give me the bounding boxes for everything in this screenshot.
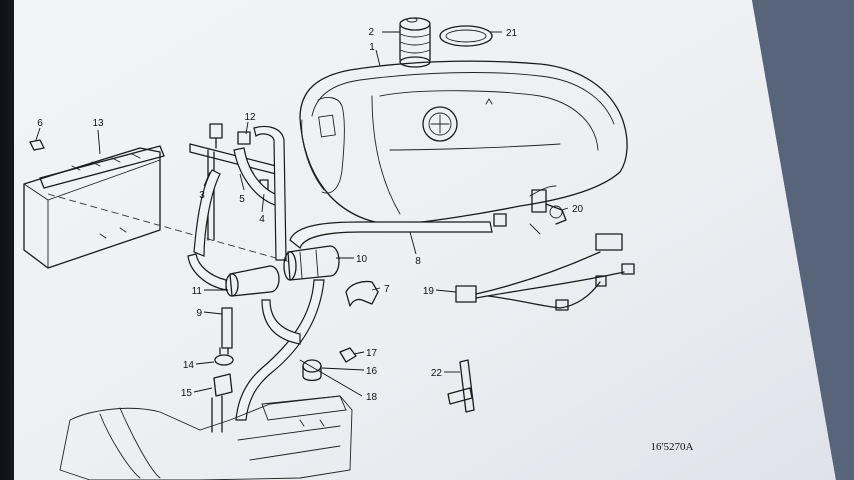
pipe-9 [221, 307, 233, 349]
hose-lower [261, 299, 301, 345]
label-16: 16 [366, 366, 378, 377]
label-9: 9 [196, 308, 202, 319]
fuel-tank [299, 60, 628, 225]
elbow-hose-7 [345, 280, 379, 307]
wiring-harness-19 [455, 233, 635, 311]
label-14: 14 [183, 360, 195, 371]
hose-left [193, 169, 221, 257]
tee-piece-22 [447, 359, 475, 413]
label-2: 2 [368, 27, 374, 38]
label-20: 20 [572, 204, 584, 215]
label-8: 8 [415, 256, 421, 267]
table-right [752, 0, 854, 480]
leader-lines [35, 31, 569, 397]
label-7: 7 [384, 284, 390, 295]
hose-clip [493, 213, 507, 227]
seal-ring [439, 25, 493, 47]
label-5: 5 [239, 194, 245, 205]
clamp-12 [237, 131, 251, 145]
label-13: 13 [92, 118, 104, 129]
bracket-13 [23, 145, 291, 269]
fuel-tap [529, 189, 567, 235]
label-18: 18 [366, 392, 378, 403]
label-12: 12 [244, 112, 256, 123]
label-19: 19 [423, 286, 435, 297]
bolt-17 [339, 347, 357, 363]
bolt-6 [29, 139, 45, 151]
label-17: 17 [366, 348, 378, 359]
label-3: 3 [199, 190, 205, 201]
clip-14 [214, 347, 234, 366]
label-4: 4 [259, 214, 265, 225]
label-1: 1 [369, 42, 375, 53]
engine-block [59, 395, 353, 480]
label-22: 22 [431, 368, 443, 379]
paper-sheet [14, 0, 836, 480]
filler-cap [399, 17, 431, 68]
fuel-pump-10 [283, 245, 340, 281]
label-21: 21 [506, 28, 518, 39]
drawing-code: 16'5270A [651, 441, 694, 453]
fuel-line-8 [289, 221, 493, 250]
label-15: 15 [181, 388, 193, 399]
label-11: 11 [192, 286, 203, 297]
rubber-16 [302, 359, 322, 382]
label-10: 10 [356, 254, 368, 265]
hose-upper [253, 125, 287, 261]
label-6: 6 [37, 118, 43, 129]
